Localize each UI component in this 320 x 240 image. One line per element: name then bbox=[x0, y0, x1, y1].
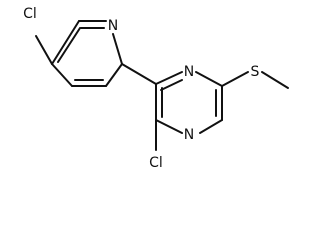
structure-canvas: Cl N N N S Cl bbox=[23, 6, 289, 171]
atom-label-n-pyrimidine-top: N bbox=[184, 64, 194, 80]
bond bbox=[199, 119, 223, 134]
atom-label-n-pyridine: N bbox=[108, 18, 118, 34]
bond bbox=[160, 79, 183, 91]
bond bbox=[57, 27, 81, 63]
atom-label-s-methylthio: S bbox=[251, 64, 260, 80]
atom-label-cl-pyrimidine: Cl bbox=[149, 155, 163, 171]
bond bbox=[261, 71, 289, 89]
bond bbox=[221, 71, 249, 87]
atom-label-cl-pyridine: Cl bbox=[23, 6, 37, 22]
bond bbox=[51, 20, 80, 65]
atom-label-n-pyrimidine-bottom: N bbox=[184, 127, 194, 143]
bond bbox=[51, 63, 73, 87]
bond bbox=[112, 33, 123, 65]
bond bbox=[195, 71, 223, 87]
bond bbox=[35, 35, 53, 65]
bond bbox=[155, 119, 183, 134]
bond bbox=[155, 71, 183, 85]
bond bbox=[121, 63, 157, 85]
bond bbox=[105, 63, 123, 87]
chemical-structure-drawing: Cl N N N S Cl bbox=[23, 6, 289, 171]
